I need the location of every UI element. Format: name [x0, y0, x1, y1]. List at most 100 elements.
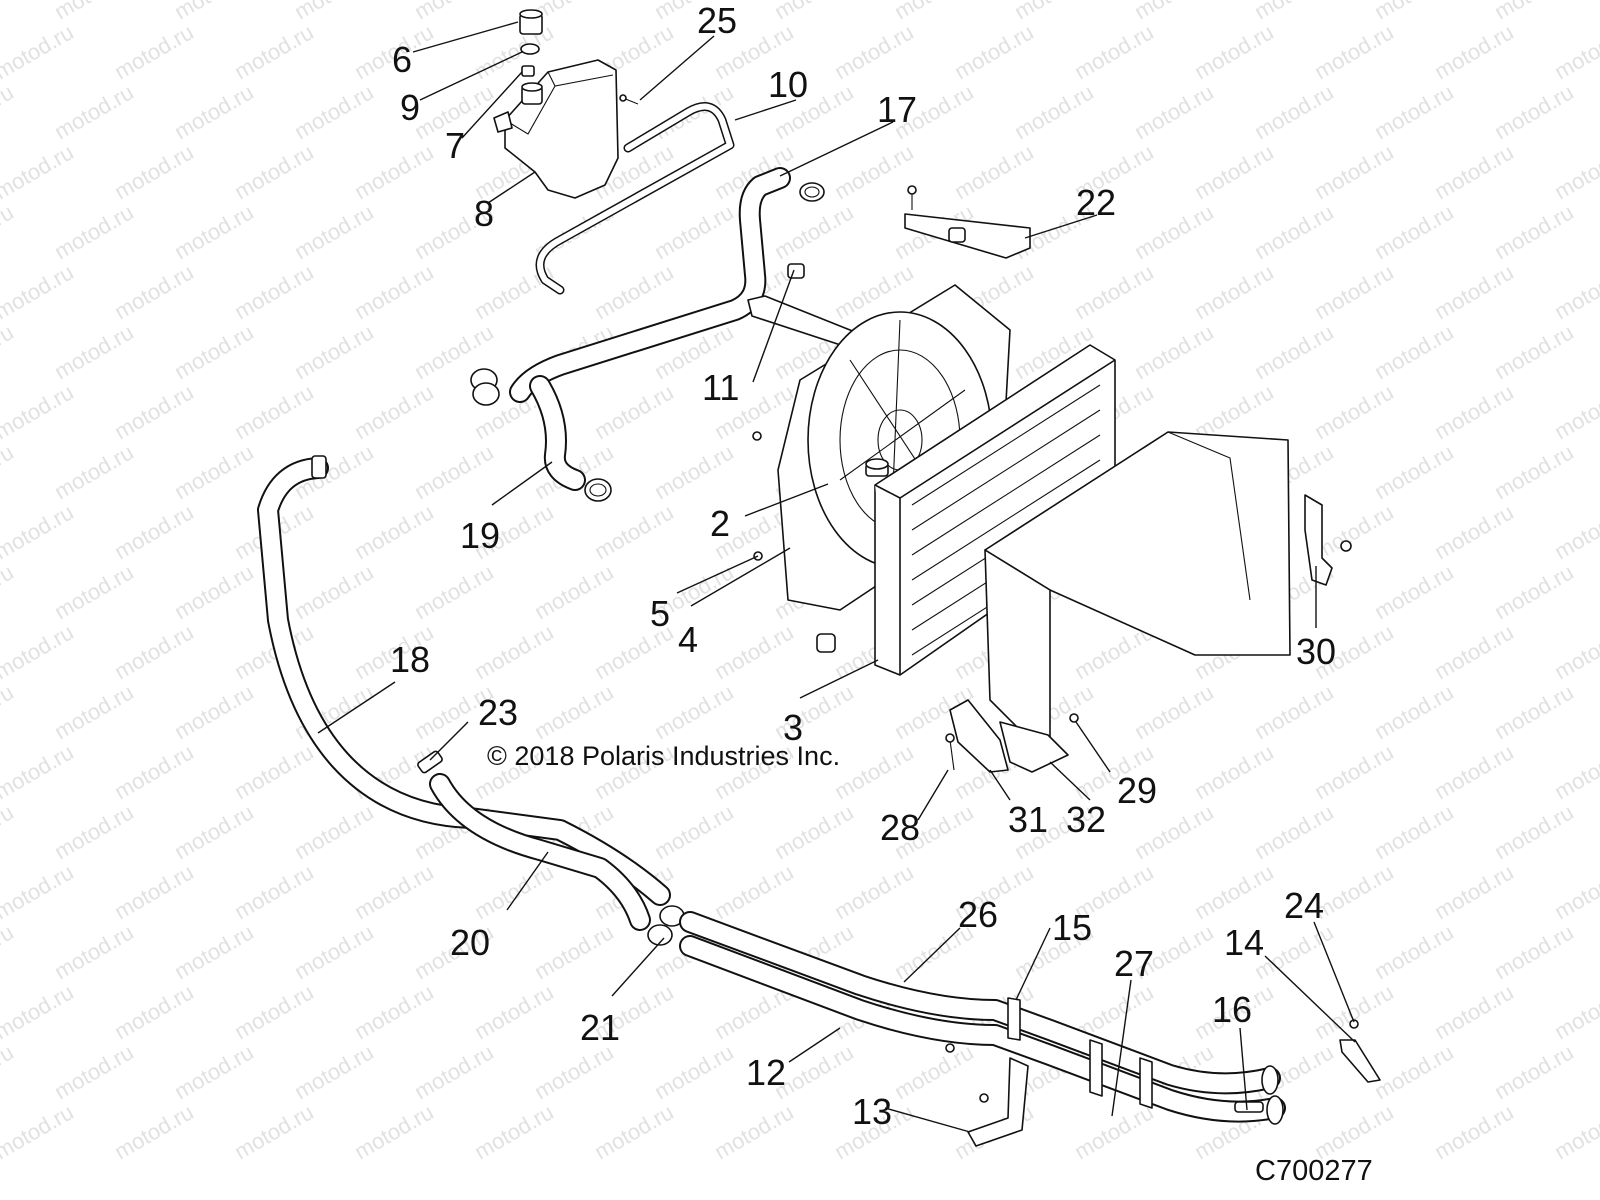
grommet — [787, 263, 805, 279]
watermark-text: motod.ru — [470, 19, 558, 84]
watermark-text: motod.ru — [530, 1039, 618, 1104]
hose-clamp-left — [470, 368, 500, 406]
label-18: 18 — [390, 639, 430, 680]
watermark-text: motod.ru — [230, 739, 318, 804]
figure-id: C700277 — [1255, 1155, 1373, 1187]
watermark-text: motod.ru — [1310, 19, 1398, 84]
watermark-text: motod.ru — [0, 859, 78, 924]
watermark-text: motod.ru — [0, 319, 18, 384]
hose-clamp-y — [584, 478, 612, 502]
watermark-text: motod.ru — [1490, 679, 1578, 744]
watermark-text: motod.ru — [0, 1099, 78, 1164]
watermark-text: motod.ru — [1310, 499, 1398, 564]
watermark-text: motod.ru — [110, 139, 198, 204]
watermark-text: motod.ru — [1430, 379, 1518, 444]
watermark-text: motod.ru — [530, 679, 618, 744]
shroud-bolt — [1069, 540, 1352, 723]
label-3: 3 — [783, 707, 803, 748]
watermark-text: motod.ru — [830, 859, 918, 924]
watermark-text: motod.ru — [410, 559, 498, 624]
watermark-text: motod.ru — [1310, 139, 1398, 204]
watermark-text: motod.ru — [50, 799, 138, 864]
watermark-text: motod.ru — [1250, 199, 1338, 264]
watermark-text: motod.ru — [1430, 739, 1518, 804]
label-26: 26 — [958, 894, 998, 935]
watermark-text: motod.ru — [350, 379, 438, 444]
watermark-text: motod.ru — [590, 379, 678, 444]
copyright-text: © 2018 Polaris Industries Inc. — [487, 741, 840, 771]
watermark-text: motod.ru — [50, 319, 138, 384]
lower-deflector-32 — [999, 721, 1069, 773]
watermark-text: motod.ru — [1370, 79, 1458, 144]
watermark-text: motod.ru — [1070, 1099, 1158, 1164]
watermark-text: motod.ru — [830, 739, 918, 804]
label-15: 15 — [1052, 907, 1092, 948]
watermark-text: motod.ru — [590, 1099, 678, 1164]
watermark-text: motod.ru — [1190, 259, 1278, 324]
watermark-text: motod.ru — [50, 559, 138, 624]
watermark-text: motod.ru — [0, 259, 78, 324]
watermark-text: motod.ru — [110, 739, 198, 804]
overflow-hose — [535, 102, 735, 295]
pipe-clamp-15 — [1007, 997, 1021, 1041]
label-11: 11 — [702, 367, 739, 408]
watermark-text: motod.ru — [1010, 79, 1098, 144]
label-30: 30 — [1296, 631, 1336, 672]
watermark-text: motod.ru — [230, 859, 318, 924]
leader-lines — [317, 21, 1356, 1133]
watermark-text: motod.ru — [0, 439, 18, 504]
watermark-text: motod.ru — [1130, 79, 1218, 144]
watermark-text: motod.ru — [0, 499, 78, 564]
watermark-text: motod.ru — [0, 139, 78, 204]
label-24: 24 — [1284, 885, 1324, 926]
watermark-text: motod.ru — [1190, 19, 1278, 84]
filler-neck-seal — [521, 65, 535, 77]
label-31: 31 — [1008, 799, 1048, 840]
label-16: 16 — [1212, 989, 1252, 1030]
watermark-text: motod.ru — [1490, 919, 1578, 984]
watermark-text: motod.ru — [710, 1099, 798, 1164]
watermark-text: motod.ru — [770, 199, 858, 264]
watermark-text: motod.ru — [1550, 619, 1600, 684]
label-13: 13 — [852, 1091, 892, 1132]
watermark-text: motod.ru — [530, 559, 618, 624]
watermark-text: motod.ru — [1310, 259, 1398, 324]
label-6: 6 — [392, 39, 412, 80]
watermark-text: motod.ru — [230, 1099, 318, 1164]
watermark-text: motod.ru — [230, 379, 318, 444]
watermark-text: motod.ru — [1490, 559, 1578, 624]
reservoir-bolt — [619, 94, 639, 105]
watermark-text: motod.ru — [50, 1039, 138, 1104]
watermark-text: motod.ru — [710, 859, 798, 924]
watermark-text: motod.ru — [1550, 979, 1600, 1044]
watermark-text: motod.ru — [290, 199, 378, 264]
watermark-text: motod.ru — [110, 859, 198, 924]
label-4: 4 — [678, 619, 698, 660]
label-20: 20 — [450, 922, 490, 963]
watermark-text: motod.ru — [350, 499, 438, 564]
watermark-text: motod.ru — [0, 559, 18, 624]
watermark-text: motod.ru — [1550, 139, 1600, 204]
watermark-text: motod.ru — [650, 199, 738, 264]
watermark-text: motod.ru — [1370, 439, 1458, 504]
watermark-text: motod.ru — [110, 619, 198, 684]
watermark-text: motod.ru — [0, 199, 18, 264]
watermark-text: motod.ru — [590, 499, 678, 564]
watermark-text: motod.ru — [0, 19, 78, 84]
label-29: 29 — [1117, 770, 1157, 811]
watermark-text: motod.ru — [170, 439, 258, 504]
watermark-text: motod.ru — [1190, 739, 1278, 804]
watermark-text: motod.ru — [470, 979, 558, 1044]
watermark-text: motod.ru — [230, 139, 318, 204]
bracket-bolt — [907, 185, 917, 210]
watermark-text: motod.ru — [1430, 1099, 1518, 1164]
watermark-text: motod.ru — [650, 799, 738, 864]
bracket-rubber — [948, 227, 966, 243]
watermark-text: motod.ru — [170, 679, 258, 744]
pushpin-rivet — [945, 733, 955, 771]
watermark-text: motod.ru — [410, 439, 498, 504]
watermark-text: motod.ru — [110, 19, 198, 84]
watermark-text: motod.ru — [650, 1039, 738, 1104]
watermark-text: motod.ru — [170, 799, 258, 864]
